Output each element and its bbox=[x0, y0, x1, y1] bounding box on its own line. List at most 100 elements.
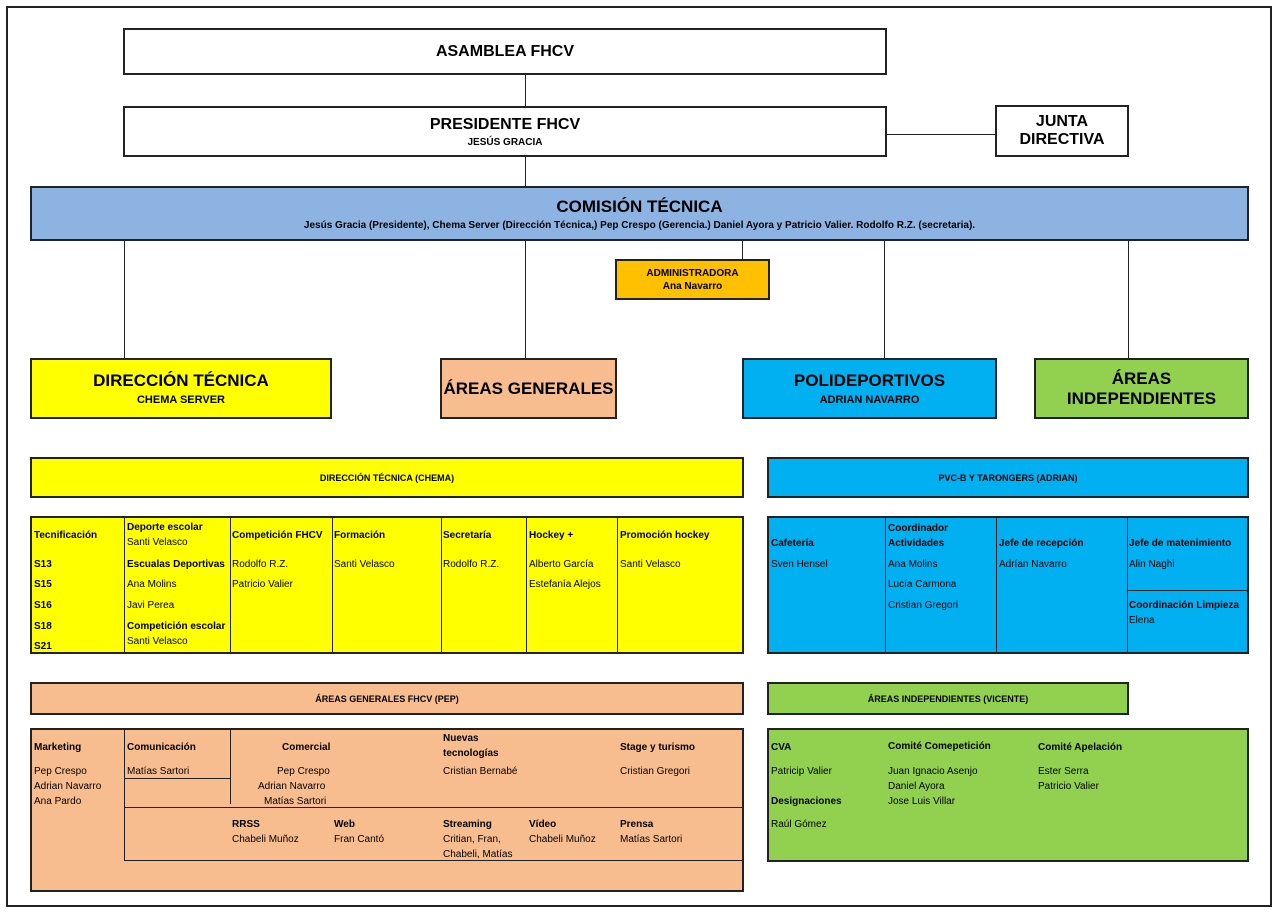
streaming-title: Streaming bbox=[443, 819, 492, 830]
tecnificacion-item: S18 bbox=[34, 621, 52, 632]
rrss-title: RRSS bbox=[232, 819, 260, 830]
cafeteria-name: Sven Hensel bbox=[771, 559, 828, 570]
comite-apelacion-title: Comité Apelación bbox=[1038, 742, 1123, 753]
comite-competicion-title: Comité Comepetición bbox=[888, 741, 991, 752]
coordinador-name: Ana Molins bbox=[888, 559, 938, 570]
competicion-escolar-title: Competición escolar bbox=[127, 621, 226, 632]
marketing-name: Pep Crespo bbox=[34, 766, 87, 777]
comision-members: Jesús Gracia (Presidente), Chema Server … bbox=[303, 219, 976, 231]
formacion-name: Santi Velasco bbox=[334, 559, 395, 570]
nuevas-title: tecnologías bbox=[443, 748, 499, 759]
coordinador-title: Actividades bbox=[888, 538, 945, 549]
comite-competicion-name: Daniel Ayora bbox=[888, 781, 945, 792]
dt-section-header-label: DIRECCIÓN TÉCNICA (CHEMA) bbox=[319, 472, 455, 483]
comunicacion-title: Comunicación bbox=[127, 742, 196, 753]
comercial-title: Comercial bbox=[282, 742, 331, 753]
tecnificacion-title: Tecnificación bbox=[34, 530, 98, 541]
promocion-name: Santi Velasco bbox=[620, 559, 681, 570]
areas-generales-title: ÁREAS GENERALES bbox=[443, 378, 614, 398]
cva-title: CVA bbox=[771, 742, 792, 753]
pvc-section-header-label: PVC-B Y TARONGERS (ADRIAN) bbox=[938, 472, 1078, 483]
connector-line bbox=[124, 240, 125, 359]
polideportivos-box: POLIDEPORTIVOS ADRIAN NAVARRO bbox=[742, 358, 997, 419]
connector-line bbox=[525, 156, 526, 187]
deporte-escolar-name: Santi Velasco bbox=[127, 537, 188, 548]
marketing-name: Ana Pardo bbox=[34, 796, 82, 807]
dt-section-table: Tecnificación S13 S15 S16 S18 S21 Deport… bbox=[30, 516, 744, 654]
promocion-title: Promoción hockey bbox=[620, 530, 710, 541]
direccion-tecnica-name: CHEMA SERVER bbox=[136, 394, 226, 406]
tecnificacion-item: S21 bbox=[34, 641, 52, 652]
competicion-fhcv-name: Patricio Valier bbox=[232, 579, 293, 590]
ag-section-header-label: ÁREAS GENERALES FHCV (PEP) bbox=[315, 693, 459, 704]
dt-section-header: DIRECCIÓN TÉCNICA (CHEMA) bbox=[30, 457, 744, 498]
competicion-fhcv-title: Competición FHCV bbox=[232, 530, 323, 541]
coordinador-name: Lucía Carmona bbox=[888, 579, 957, 590]
video-title: Vídeo bbox=[529, 819, 557, 830]
connector-line bbox=[525, 74, 526, 106]
recepcion-title: Jefe de recepción bbox=[999, 538, 1084, 549]
marketing-name: Adrian Navarro bbox=[34, 781, 102, 792]
comercial-name: Pep Crespo bbox=[277, 766, 330, 777]
tecnificacion-item: S16 bbox=[34, 600, 52, 611]
designaciones-name: Raúl Gómez bbox=[771, 819, 827, 830]
comunicacion-name: Matías Sartori bbox=[127, 766, 190, 777]
escualas-name: Ana Molins bbox=[127, 579, 177, 590]
web-title: Web bbox=[334, 819, 355, 830]
junta-line1: JUNTA bbox=[1035, 113, 1089, 130]
asamblea-title: ASAMBLEA FHCV bbox=[435, 42, 575, 60]
escualas-title: Escualas Deportivas bbox=[127, 559, 225, 570]
comite-apelacion-name: Ester Serra bbox=[1038, 766, 1089, 777]
recepcion-name: Adrían Navarro bbox=[999, 559, 1067, 570]
junta-line2: DIRECTIVA bbox=[1019, 131, 1105, 148]
mantenimiento-title: Jefe de matenimiento bbox=[1129, 538, 1232, 549]
nuevas-title: Nuevas bbox=[443, 733, 479, 744]
prensa-name: Matías Sartori bbox=[620, 834, 683, 845]
connector-line bbox=[1128, 240, 1129, 359]
connector-line bbox=[742, 240, 743, 260]
ag-section-table: Marketing Pep Crespo Adrian Navarro Ana … bbox=[30, 728, 744, 892]
polideportivos-title: POLIDEPORTIVOS bbox=[793, 371, 946, 390]
connector-line bbox=[884, 240, 885, 359]
pvc-section-table: Cafetería Sven Hensel Coordinador Activi… bbox=[767, 516, 1249, 654]
asamblea-box: ASAMBLEA FHCV bbox=[123, 28, 887, 75]
comercial-name: Adrian Navarro bbox=[258, 781, 326, 792]
competicion-escolar-name: Santi Velasco bbox=[127, 636, 188, 647]
areas-independientes-box: ÁREAS INDEPENDIENTES bbox=[1034, 358, 1249, 419]
administradora-box: ADMINISTRADORA Ana Navarro bbox=[615, 259, 770, 300]
limpieza-title: Coordinación Limpieza bbox=[1129, 600, 1240, 611]
limpieza-name: Elena bbox=[1129, 615, 1155, 626]
designaciones-title: Designaciones bbox=[771, 796, 842, 807]
rrss-name: Chabeli Muñoz bbox=[232, 834, 299, 845]
tecnificacion-item: S15 bbox=[34, 579, 52, 590]
comite-competicion-name: Juan Ignacio Asenjo bbox=[888, 766, 978, 777]
stage-title: Stage y turismo bbox=[620, 742, 696, 753]
comite-competicion-name: Jose Luis Villar bbox=[888, 796, 956, 807]
mantenimiento-name: Alin Naghi bbox=[1129, 559, 1175, 570]
pvc-section-header: PVC-B Y TARONGERS (ADRIAN) bbox=[767, 457, 1249, 498]
cva-name: Patricip Valier bbox=[771, 766, 832, 777]
comision-title: COMISIÓN TÉCNICA bbox=[556, 196, 723, 216]
ai-section-table: CVA Patricip Valier Designaciones Raúl G… bbox=[767, 728, 1249, 862]
junta-box: JUNTA DIRECTIVA bbox=[995, 105, 1129, 157]
connector-line bbox=[885, 134, 996, 135]
presidente-box: PRESIDENTE FHCV JESÚS GRACIA bbox=[123, 106, 887, 157]
secretaria-title: Secretaría bbox=[443, 530, 492, 541]
direccion-tecnica-title: DIRECCIÓN TÉCNICA bbox=[93, 371, 269, 390]
connector-line bbox=[525, 240, 526, 359]
administradora-title: ADMINISTRADORA bbox=[646, 267, 739, 279]
ai-section-header-label: ÁREAS INDEPENDIENTES (VICENTE) bbox=[867, 693, 1029, 704]
secretaria-name: Rodolfo R.Z. bbox=[443, 559, 500, 570]
comercial-name: Matías Sartori bbox=[264, 796, 327, 807]
ag-section-header: ÁREAS GENERALES FHCV (PEP) bbox=[30, 682, 744, 715]
deporte-escolar-title: Deporte escolar bbox=[127, 522, 203, 533]
video-name: Chabeli Muñoz bbox=[529, 834, 596, 845]
competicion-fhcv-name: Rodolfo R.Z. bbox=[232, 559, 289, 570]
hockey-name: Alberto García bbox=[529, 559, 594, 570]
comision-box: COMISIÓN TÉCNICA Jesús Gracia (President… bbox=[30, 186, 1249, 241]
direccion-tecnica-box: DIRECCIÓN TÉCNICA CHEMA SERVER bbox=[30, 358, 332, 419]
coordinador-name: Cristian Gregori bbox=[888, 600, 959, 611]
coordinador-title: Coordinador bbox=[888, 523, 948, 534]
formacion-title: Formación bbox=[334, 530, 386, 541]
cafeteria-title: Cafetería bbox=[771, 538, 814, 549]
